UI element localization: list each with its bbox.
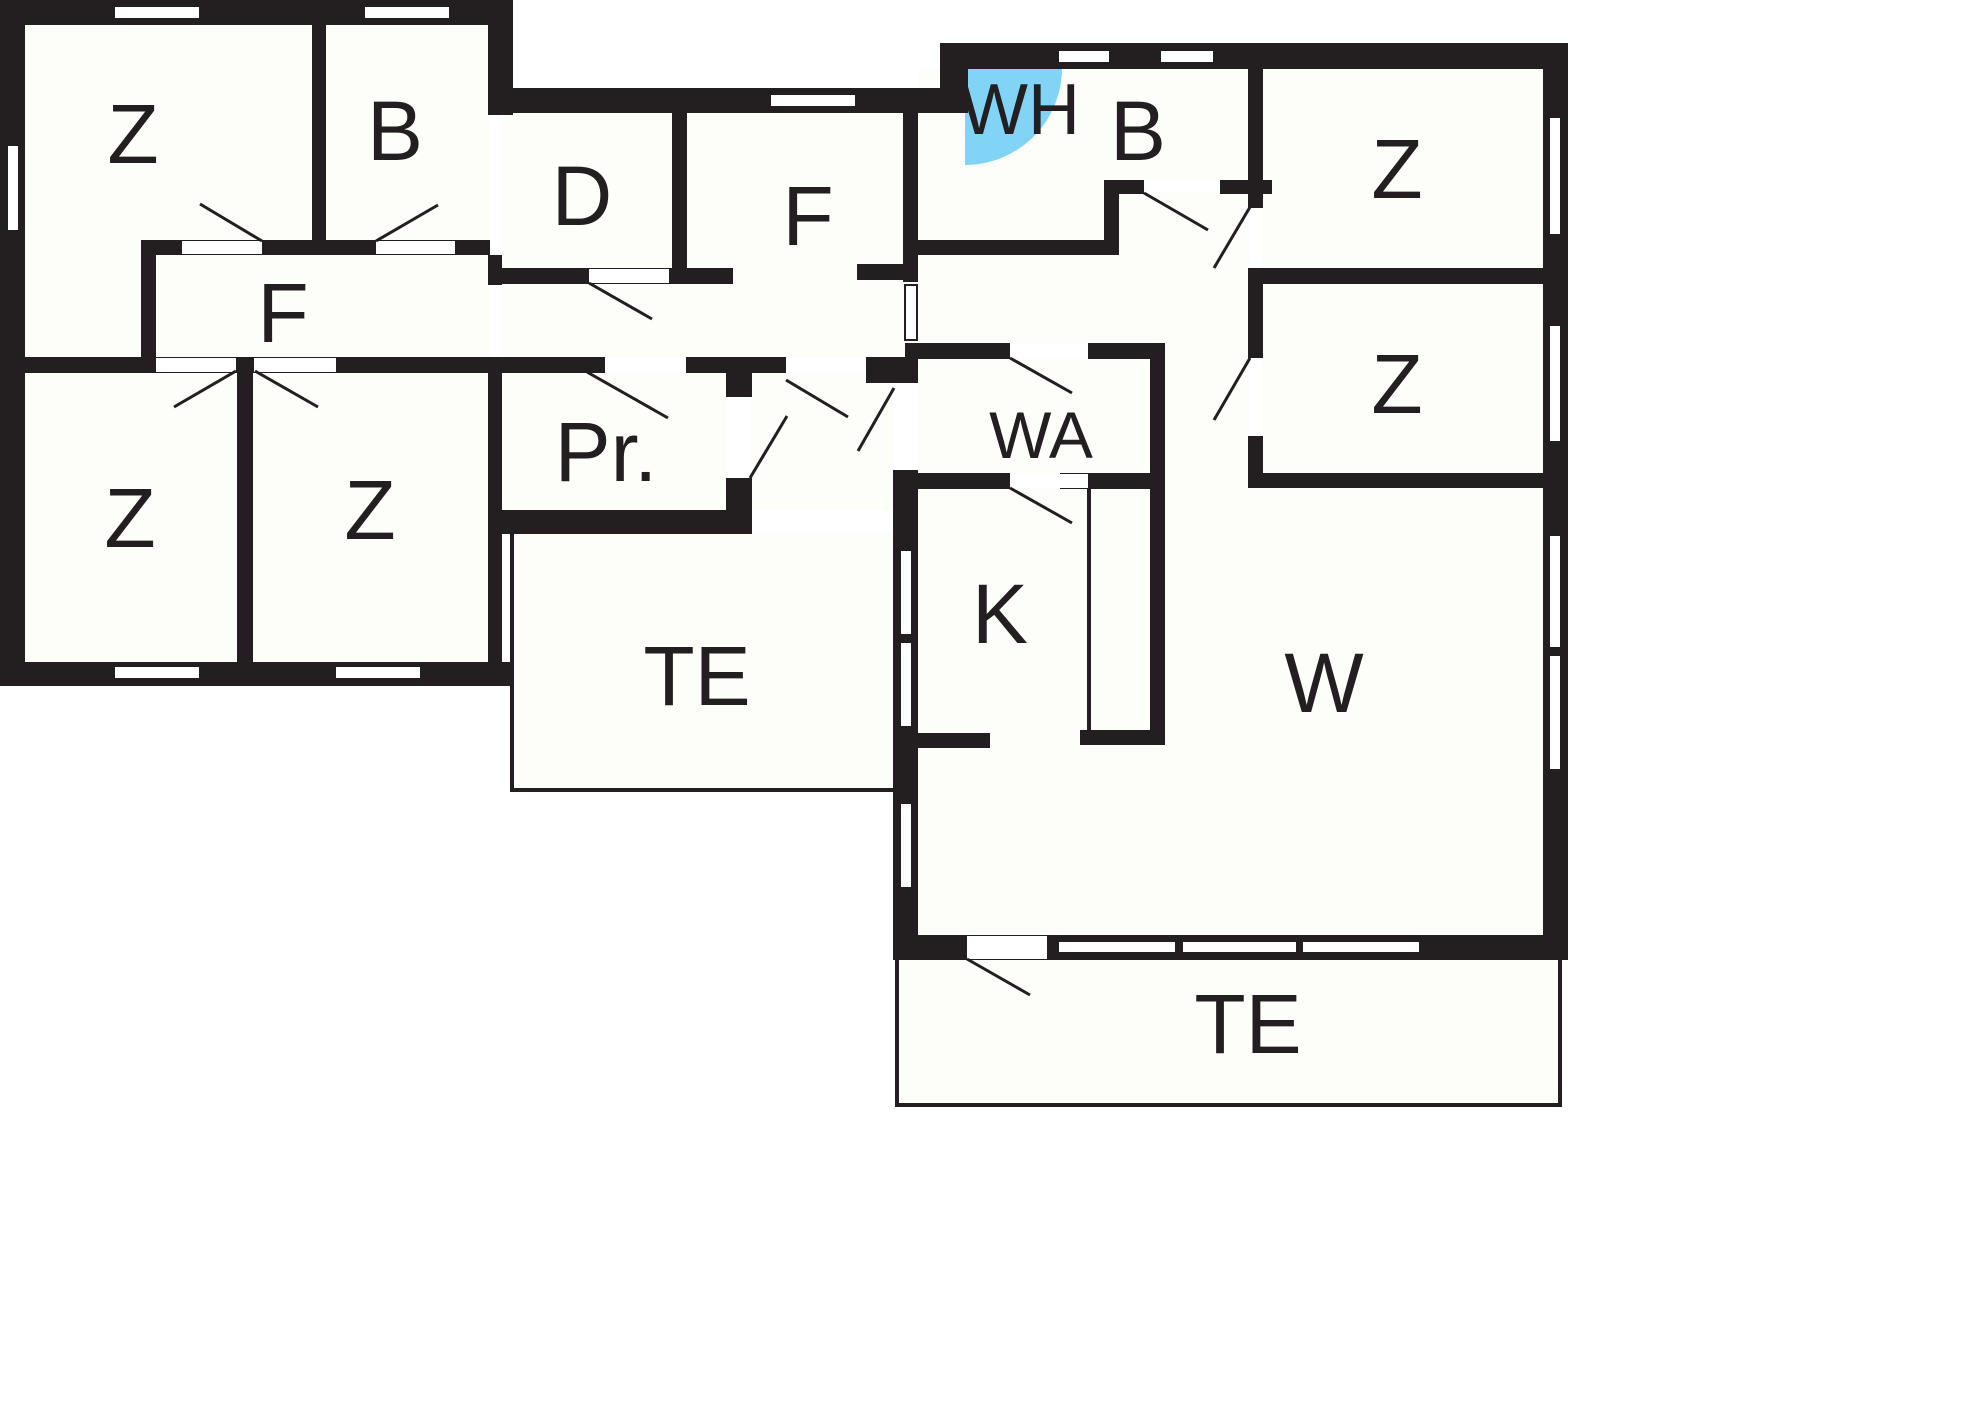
room-label-d: D xyxy=(552,149,613,243)
room-label-te-bottom: TE xyxy=(1194,977,1301,1071)
room-label-z-bottom-left: Z xyxy=(104,471,155,565)
room-label-z-right: Z xyxy=(1371,337,1422,431)
room-label-k: K xyxy=(972,567,1028,661)
interior-walls xyxy=(25,25,1543,748)
room-labels: Z B D F WH B Z F Z Pr. WA Z Z K W TE TE xyxy=(104,70,1422,1071)
windows xyxy=(6,5,1562,954)
room-label-z-bottom-mid: Z xyxy=(344,463,395,557)
room-label-f-mid: F xyxy=(782,169,833,263)
terrace-outlines xyxy=(510,489,1562,1107)
room-label-wh: WH xyxy=(960,70,1080,150)
room-label-f-corridor: F xyxy=(257,266,308,360)
room-label-b-top-left: B xyxy=(367,84,423,178)
room-label-wa: WA xyxy=(989,398,1093,472)
water-heater-highlight xyxy=(965,68,1062,165)
room-label-b-top-right: B xyxy=(1110,84,1166,178)
room-label-z-top-left: Z xyxy=(107,87,158,181)
room-label-z-top-right: Z xyxy=(1371,122,1422,216)
room-label-w: W xyxy=(1284,636,1363,730)
door-openings xyxy=(156,181,1262,959)
room-label-pr: Pr. xyxy=(555,405,658,499)
room-label-te-mid: TE xyxy=(643,629,750,723)
door-swings xyxy=(173,191,1252,997)
room-floors xyxy=(25,25,1560,1103)
